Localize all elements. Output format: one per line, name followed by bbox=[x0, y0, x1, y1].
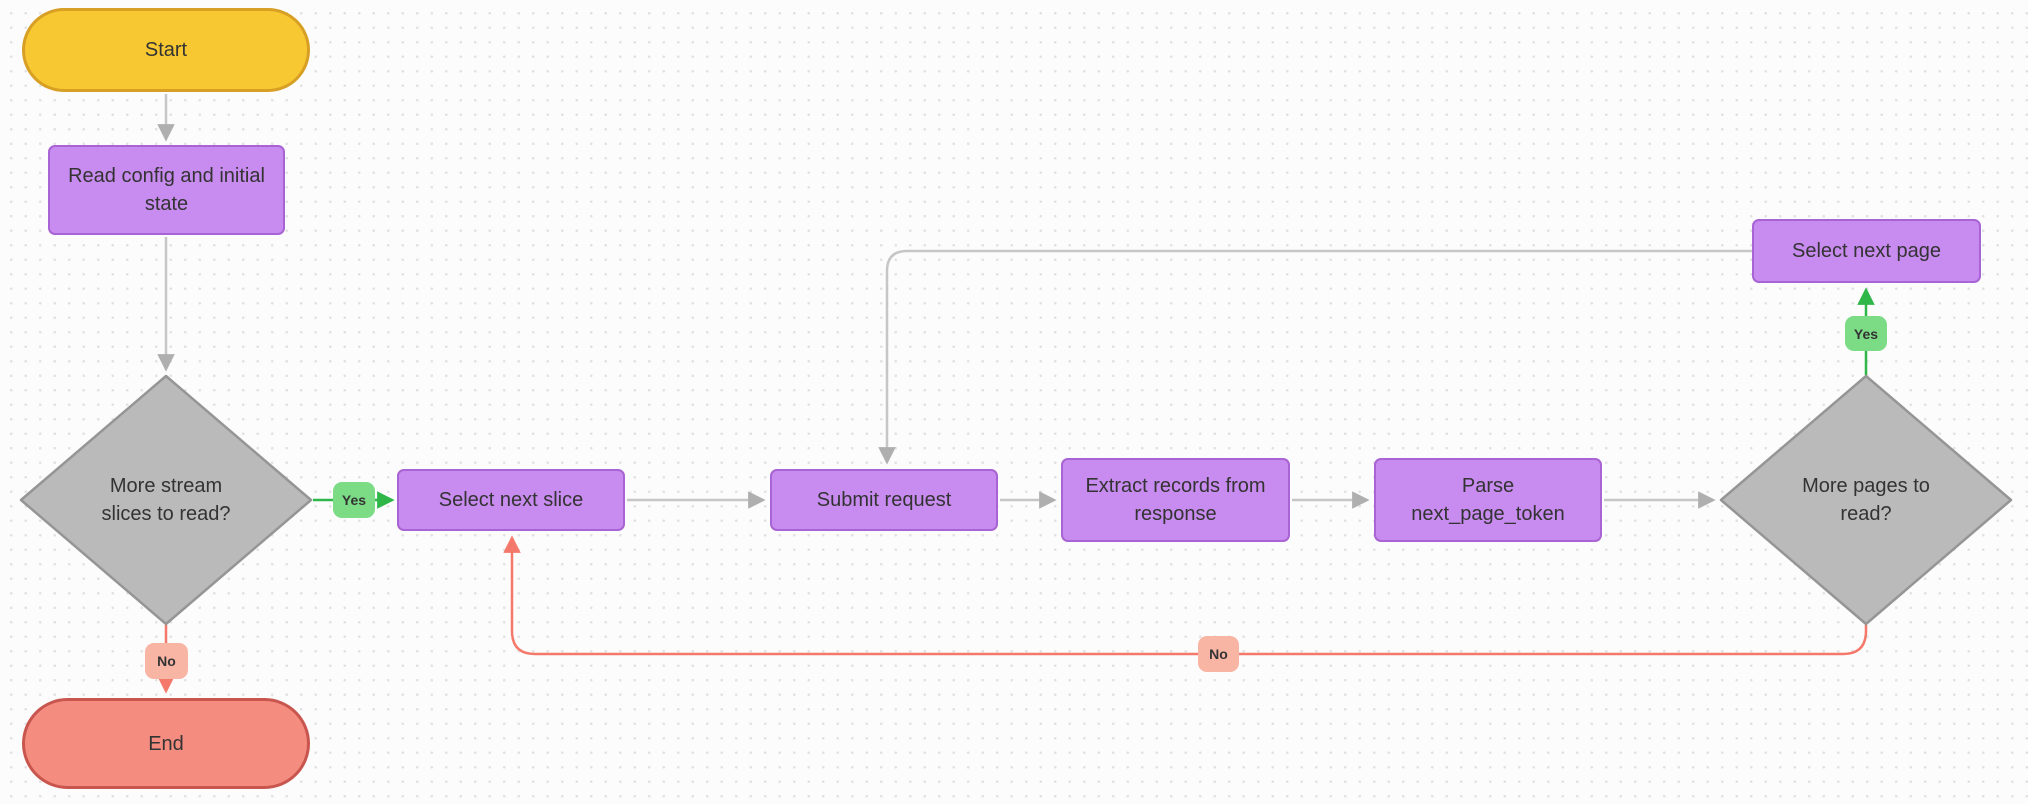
node-extract-records: Extract records from response bbox=[1061, 458, 1290, 542]
edge-label-more-slices-yes: Yes bbox=[333, 482, 375, 518]
node-parse-token: Parse next_page_token bbox=[1374, 458, 1602, 542]
decision-more-slices-shape bbox=[19, 374, 313, 626]
node-read-config: Read config and initial state bbox=[48, 145, 285, 235]
edge-label-more-pages-yes-text: Yes bbox=[1853, 325, 1879, 342]
node-start-label: Start bbox=[144, 39, 188, 61]
node-select-next-page: Select next page bbox=[1752, 219, 1981, 283]
node-select-next-page-label: Select next page bbox=[1792, 240, 1941, 262]
edge-label-more-slices-no-text: No bbox=[157, 653, 176, 669]
node-end: End bbox=[22, 698, 310, 789]
edge-label-more-slices-no: No bbox=[145, 643, 188, 679]
node-extract-records-label: Extract records from response bbox=[1085, 475, 1266, 525]
node-read-config-label: Read config and initial state bbox=[68, 165, 265, 215]
node-submit-request-label: Submit request bbox=[816, 489, 952, 511]
node-end-label: End bbox=[148, 732, 184, 755]
node-parse-token-label: Parse next_page_token bbox=[1411, 475, 1565, 525]
edge-label-more-pages-no-text: No bbox=[1209, 646, 1228, 662]
node-submit-request: Submit request bbox=[770, 469, 998, 531]
node-more-pages-label: More pages to read? bbox=[1802, 475, 1930, 525]
edge-select-next-page-to-submit-request bbox=[878, 249, 1752, 465]
node-start: Start bbox=[22, 8, 310, 92]
edge-label-more-pages-no: No bbox=[1198, 636, 1239, 672]
node-select-next-slice-label: Select next slice bbox=[438, 489, 584, 511]
edge-label-more-slices-yes-text: Yes bbox=[341, 492, 367, 508]
node-more-slices-label: More stream slices to read? bbox=[101, 475, 231, 525]
edge-label-more-pages-yes: Yes bbox=[1845, 316, 1887, 351]
decision-more-pages-shape bbox=[1719, 374, 2013, 626]
node-select-next-slice: Select next slice bbox=[397, 469, 625, 531]
edge-more-pages-no-to-select-next-slice bbox=[503, 535, 1868, 656]
